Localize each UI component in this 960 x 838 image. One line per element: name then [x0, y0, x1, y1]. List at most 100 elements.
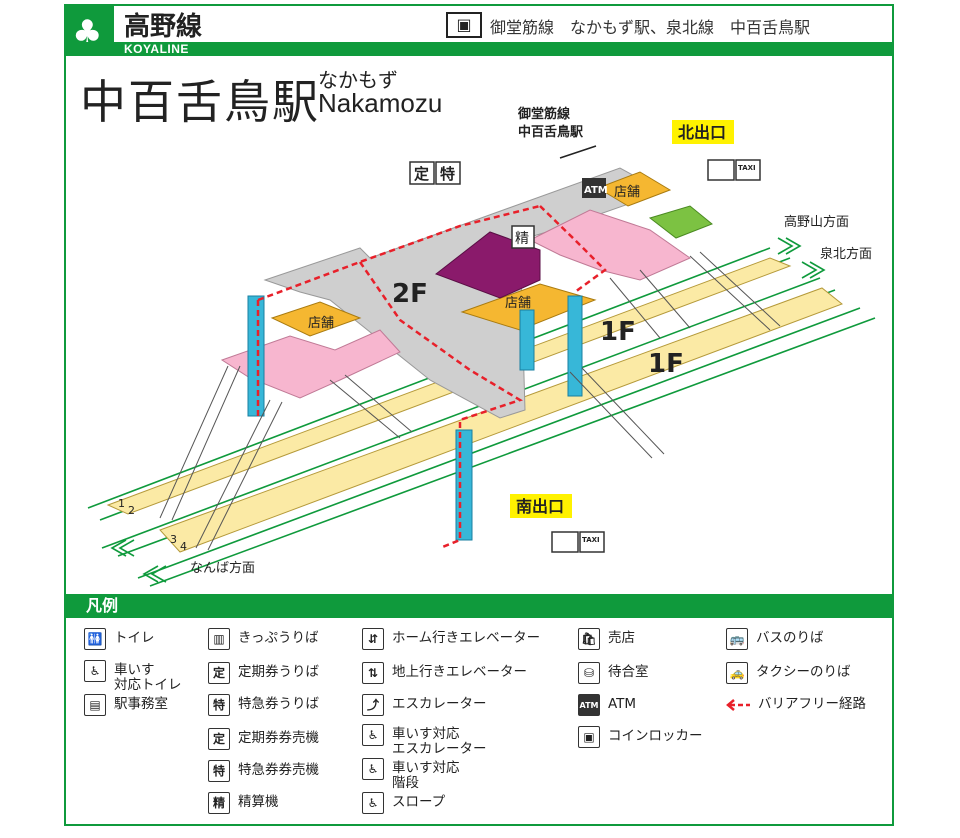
bus-icon: [707, 159, 735, 181]
line-name: 高野線: [124, 12, 203, 42]
legend-item-label: 車いす対応 階段: [392, 760, 460, 791]
legend-item: ▤ 駅事務室: [84, 694, 168, 716]
legend-item: ♿ 車いす対応 階段: [362, 758, 460, 791]
legend-item: ▥ きっぷうりば: [208, 628, 318, 650]
direction-senboku: 泉北方面: [820, 246, 872, 262]
legend-item-label: トイレ: [114, 630, 155, 646]
shop-area-1: [270, 301, 362, 337]
tokkyu-icon: 特: [208, 694, 230, 716]
subway-transfer-line1: 御堂筋線: [517, 106, 571, 122]
legend-item: 🚻トイレ: [84, 628, 155, 650]
legend-item-label: ATM: [608, 696, 637, 712]
bus-icon: 🚌: [726, 628, 748, 650]
legend-item-label: 地上行きエレベーター: [392, 664, 527, 680]
legend-item-label: コインロッカー: [608, 728, 703, 744]
station-office-icon: ▤: [84, 694, 106, 716]
header-band: [66, 42, 892, 56]
stairs: [159, 251, 781, 551]
legend-item: 🚕タクシーのりば: [726, 662, 851, 684]
legend-item-label: ホーム行きエレベーター: [392, 630, 541, 646]
shop-label-3: 店舗: [614, 185, 640, 200]
platform-number-2: 2: [128, 504, 135, 517]
legend-item: ▣ コインロッカー: [578, 726, 703, 748]
legend-item: 特特急券うりば: [208, 694, 319, 716]
teiki-icon-label: 定: [414, 165, 429, 183]
toilet-area: [648, 205, 713, 239]
paid-area-west: [220, 329, 401, 399]
direction-arrows: [110, 237, 826, 583]
platform-number-1: 1: [118, 497, 125, 510]
legend-item-label: エスカレーター: [392, 696, 487, 712]
legend-item-label: 車いす 対応トイレ: [114, 662, 182, 693]
legend-item-label: 待合室: [608, 664, 649, 680]
shop-label-2: 店舗: [505, 296, 531, 311]
shop-area-2: [460, 283, 597, 331]
legend-item: 🚌 バスのりば: [726, 628, 824, 650]
tokkyu-icon: [435, 161, 461, 185]
transfer-text: 御堂筋線 なかもず駅、泉北線 中百舌鳥駅: [490, 18, 811, 37]
waiting-room-icon: ⛁: [578, 662, 600, 684]
legend-item-label: 定期券うりば: [238, 664, 319, 680]
legend-item-label: 特急券券売機: [238, 762, 319, 778]
legend-item: 特特急券券売機: [208, 760, 319, 782]
legend-item-label: 駅事務室: [114, 696, 168, 712]
legend-item: 🛍 売店: [578, 628, 635, 650]
station-roman: Nakamozu: [318, 88, 443, 118]
taxi-icon: 🚕: [726, 662, 748, 684]
legend-item: ⇅ 地上行きエレベーター: [362, 662, 527, 684]
station-kana: なかもず: [318, 68, 398, 92]
bus-icon-south: [551, 531, 579, 553]
legend-item-label: スロープ: [392, 794, 446, 810]
map-icons: ATM 精 定 特 TAXI TAXI: [409, 159, 761, 553]
teiki-machine-icon: 定: [208, 728, 230, 750]
line-roman: KOYALINE: [124, 42, 189, 56]
subway-transfer-line2: 中百舌鳥駅: [518, 124, 584, 140]
taxi-icon-south: [579, 531, 605, 553]
legend-item: バリアフリー経路: [726, 694, 866, 716]
north-exit-box: [672, 120, 734, 144]
paid-area-east: [528, 209, 692, 281]
ticket-machine-icon: ▥: [208, 628, 230, 650]
atm-icon-label: ATM: [584, 185, 608, 196]
legend-item: ♿ 車いす対応 エスカレーター: [362, 724, 487, 757]
floor-label-1f-a: 1F: [600, 317, 636, 347]
legend-item-label: きっぷうりば: [238, 630, 319, 646]
wheelchair-escalator-icon: ♿: [362, 724, 384, 746]
legend-item: 定定期券券売機: [208, 728, 319, 750]
wheelchair-toilet-icon: ♿: [84, 660, 106, 682]
taxi-icon-label: TAXI: [738, 164, 756, 172]
legend-item: ♿ 車いす 対応トイレ: [84, 660, 182, 693]
locker-icon: ▣: [578, 726, 600, 748]
tokkyu-icon-label: 特: [440, 165, 455, 183]
wheelchair-stairs-icon: ♿: [362, 758, 384, 780]
legend-item-label: 売店: [608, 630, 635, 646]
platform-number-3: 3: [170, 533, 177, 546]
taxi-icon: [735, 159, 761, 181]
legend-item-label: 特急券うりば: [238, 696, 319, 712]
shop-icon: 🛍: [578, 628, 600, 650]
tokkyu-machine-icon: 特: [208, 760, 230, 782]
legend-item-label: 車いす対応 エスカレーター: [392, 726, 487, 757]
station-name: 中百舌鳥駅: [80, 75, 320, 129]
platform-elevator-icon: ⇵: [362, 628, 384, 650]
legend-item: ⤴ エスカレーター: [362, 694, 487, 716]
platform-number-4: 4: [180, 540, 187, 553]
legend-item-label: バスのりば: [756, 630, 824, 646]
south-exit-label: 南出口: [516, 497, 564, 516]
fare-adjust-icon: 精: [208, 792, 230, 814]
escalator-icon: ⤴: [362, 694, 384, 716]
teiki-icon: 定: [208, 662, 230, 684]
shop-label-1: 店舗: [308, 316, 334, 331]
barrier-free-route: [256, 204, 607, 550]
fare-adjust-icon-label: 精: [515, 231, 529, 247]
slope-icon: ♿: [362, 792, 384, 814]
legend-item: 定定期券うりば: [208, 662, 319, 684]
teiki-icon: [409, 161, 435, 185]
ground-elevator-icon: ⇅: [362, 662, 384, 684]
legend-item-label: 精算機: [238, 794, 279, 810]
legend-item: 精精算機: [208, 792, 279, 814]
direction-koya: 高野山方面: [784, 214, 849, 230]
fare-adjust-icon: [511, 225, 535, 249]
legend-title: 凡例: [86, 596, 119, 615]
